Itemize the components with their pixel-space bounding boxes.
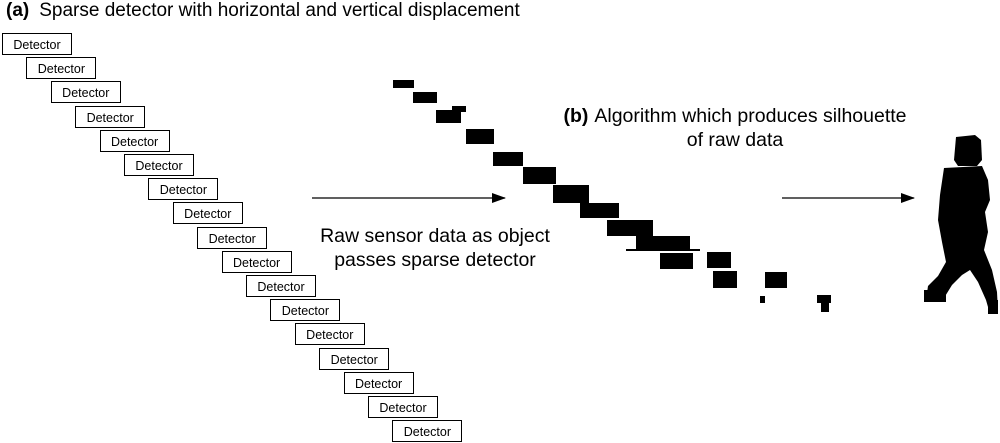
- caption-algo-line1: (b)Algorithm which produces silhouette: [550, 104, 920, 128]
- detector-box: Detector: [26, 57, 97, 80]
- detector-box: Detector: [197, 226, 268, 249]
- raw-sensor-data: [393, 80, 831, 312]
- panel-a-label: (a): [6, 0, 30, 21]
- detector-box: Detector: [392, 420, 463, 443]
- raw-blob: [436, 110, 461, 123]
- caption-raw-data: Raw sensor data as object passes sparse …: [300, 224, 570, 272]
- panel-a-title: (a) Sparse detector with horizontal and v…: [6, 0, 520, 22]
- raw-blob: [765, 272, 787, 288]
- detector-box: Detector: [50, 81, 121, 104]
- detector-box: Detector: [148, 178, 219, 201]
- raw-blob: [607, 220, 653, 236]
- raw-blob: [466, 129, 494, 144]
- detector-box: Detector: [246, 275, 316, 297]
- caption-raw-line1: Raw sensor data as object: [320, 225, 550, 247]
- caption-algo-text: Algorithm which produces silhouette: [594, 105, 907, 127]
- raw-blob: [393, 80, 414, 88]
- detector-box: Detector: [294, 323, 365, 346]
- silhouette: [924, 135, 998, 314]
- panel-a-text: Sparse detector with horizontal and vert…: [39, 0, 520, 21]
- caption-algo-line2: of raw data: [686, 129, 784, 151]
- detector-box: Detector: [75, 105, 146, 128]
- silhouette-foot: [924, 290, 946, 302]
- detector-box: Detector: [319, 347, 390, 370]
- detector-box: Detector: [124, 154, 194, 176]
- detector-box: Detector: [2, 33, 72, 55]
- raw-blob: [636, 236, 690, 249]
- detector-box: Detector: [221, 250, 292, 273]
- panel-b-label: (b): [563, 105, 589, 127]
- raw-blob: [821, 303, 829, 312]
- detector-box: Detector: [368, 396, 438, 418]
- caption-algorithm: (b)Algorithm which produces silhouette o…: [550, 104, 920, 152]
- silhouette-head: [954, 135, 982, 166]
- raw-blob: [707, 252, 731, 268]
- raw-blob: [817, 295, 831, 303]
- diagram-graphics: [312, 80, 998, 314]
- detector-box: Detector: [99, 129, 170, 152]
- raw-blob: [626, 249, 700, 251]
- silhouette-body: [926, 166, 998, 314]
- raw-blob: [713, 271, 737, 288]
- raw-blob: [660, 253, 693, 269]
- caption-raw-line2: passes sparse detector: [334, 249, 536, 271]
- detector-box: Detector: [172, 202, 243, 225]
- raw-blob: [580, 203, 619, 218]
- raw-blob: [760, 296, 765, 303]
- raw-blob: [553, 185, 589, 203]
- raw-blob: [523, 167, 556, 184]
- detector-box: Detector: [270, 299, 341, 322]
- raw-blob: [493, 152, 523, 166]
- detector-box: Detector: [343, 371, 414, 394]
- raw-blob: [452, 106, 466, 112]
- silhouette-foot: [988, 300, 998, 314]
- raw-blob: [413, 92, 437, 103]
